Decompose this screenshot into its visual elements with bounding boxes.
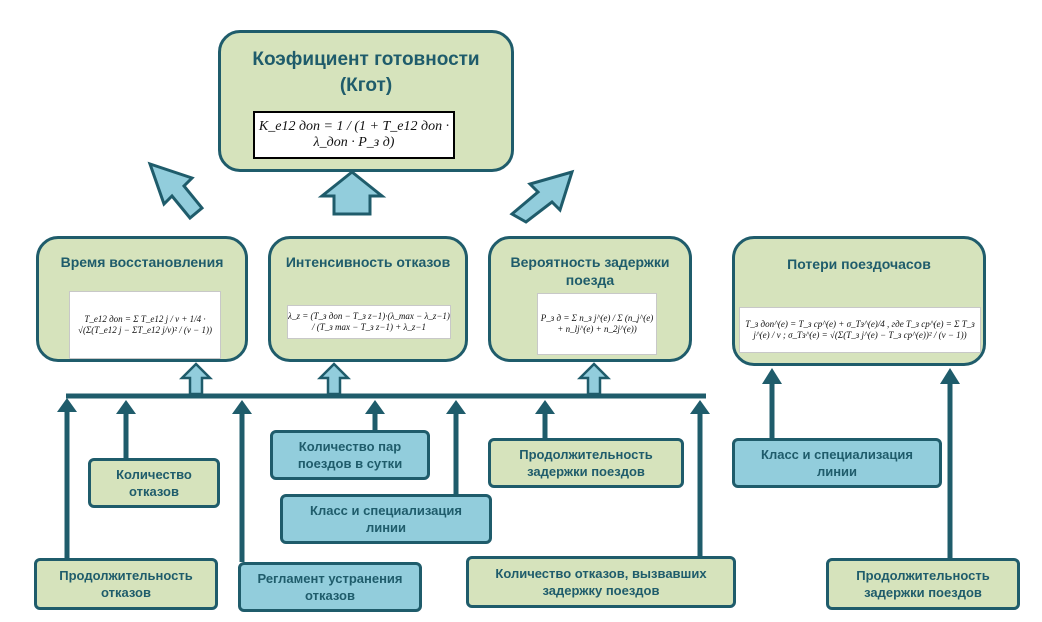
train-hours-loss-box: Потери поездочасов T_з доп^(e) = T_з ср^…	[732, 236, 986, 366]
train-pairs-label: Количество пар поездов в сутки	[297, 439, 403, 471]
train-hours-loss-title: Потери поездочасов	[787, 256, 931, 272]
failure-intensity-formula: λ_z = (T_з доп − T_з z−1)·(λ_max − λ_z−1…	[287, 305, 451, 339]
line-class-input-1: Класс и специализация линии	[280, 494, 492, 544]
recovery-time-title: Время восстановления	[60, 254, 224, 270]
delay-duration-input-2: Продолжительность задержки поездов	[826, 558, 1020, 610]
delay-failures-label: Количество отказов, вызвавших задержку п…	[495, 566, 707, 598]
recovery-time-box: Время восстановления T_e12 доп = Σ T_e12…	[36, 236, 248, 362]
train-hours-loss-formula: T_з доп^(e) = T_з ср^(e) + σ_Tз^(e)/4 , …	[739, 307, 981, 353]
delay-failures-input: Количество отказов, вызвавших задержку п…	[466, 556, 736, 608]
delay-duration-label-2: Продолжительность задержки поездов	[856, 568, 990, 600]
main-title-line2: (Кгот)	[339, 75, 393, 96]
line-class-label-1: Класс и специализация линии	[310, 503, 462, 535]
main-formula: K_e12 доп = 1 / (1 + T_e12 доп · λ_доп ·…	[253, 111, 455, 159]
failure-count-label: Количество отказов	[116, 467, 192, 499]
readiness-coefficient-box: Коэфициент готовности (Кгот) K_e12 доп =…	[218, 30, 514, 172]
delay-probability-formula: P_з д = Σ n_з j^(e) / Σ (n_j^(e) + n_lj^…	[537, 293, 657, 355]
delay-duration-input-1: Продолжительность задержки поездов	[488, 438, 684, 488]
main-title: Коэфициент готовности (Кгот)	[221, 47, 511, 99]
repair-regulation-input: Регламент устранения отказов	[238, 562, 422, 612]
line-class-input-2: Класс и специализация линии	[732, 438, 942, 488]
failure-duration-label: Продолжительность отказов	[59, 568, 193, 600]
main-title-line1: Коэфициент готовности	[252, 49, 480, 70]
repair-regulation-label: Регламент устранения отказов	[257, 571, 403, 603]
failure-intensity-title: Интенсивность отказов	[285, 254, 451, 270]
main-up-arrows	[147, 161, 575, 224]
input-arrows	[57, 368, 960, 562]
delay-duration-label-1: Продолжительность задержки поездов	[519, 447, 653, 479]
line-class-label-2: Класс и специализация линии	[761, 447, 913, 479]
recovery-time-formula: T_e12 доп = Σ T_e12 j / ν + 1/4 · √(Σ(T_…	[69, 291, 221, 359]
failure-duration-input: Продолжительность отказов	[34, 558, 218, 610]
bus-up-arrows	[178, 362, 612, 396]
delay-probability-title: Вероятность задержки поезда	[510, 254, 670, 288]
failure-count-input: Количество отказов	[88, 458, 220, 508]
train-pairs-input: Количество пар поездов в сутки	[270, 430, 430, 480]
failure-intensity-box: Интенсивность отказов λ_z = (T_з доп − T…	[268, 236, 468, 362]
delay-probability-box: Вероятность задержки поезда P_з д = Σ n_…	[488, 236, 692, 362]
